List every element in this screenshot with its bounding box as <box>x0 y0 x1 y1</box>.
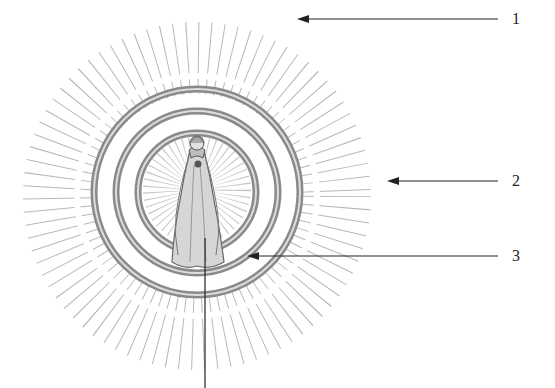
outer-ring-core <box>94 89 300 295</box>
virgin-figure <box>172 136 224 267</box>
middle-ring <box>116 111 278 273</box>
leader-lines <box>205 15 498 388</box>
middle-ring-core <box>116 111 278 273</box>
callout-number: 3 <box>512 248 520 264</box>
outer-ring <box>94 89 300 295</box>
callout-number: 2 <box>512 173 520 189</box>
outer-rays <box>59 58 335 334</box>
callout-number: 1 <box>512 11 520 27</box>
ray-gap <box>77 76 317 316</box>
